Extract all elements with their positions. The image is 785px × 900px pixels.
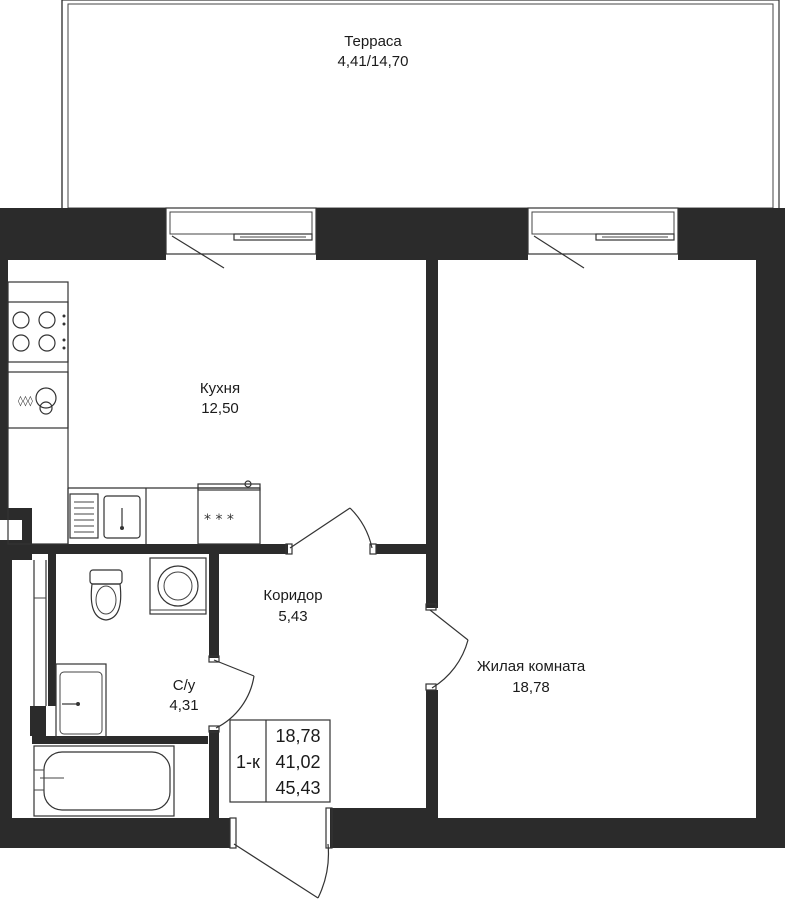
bathroom-sink-icon — [55, 663, 107, 739]
living-name: Жилая комната — [477, 658, 586, 675]
sink-icon — [69, 488, 147, 544]
bathtub-icon — [33, 745, 175, 817]
living-area: 18,78 — [512, 679, 550, 696]
entrance-door — [229, 807, 333, 899]
bathroom-name: С/у — [173, 677, 196, 694]
room-labels: Терраса 4,41/14,70 Кухня 12,50 Коридор 5… — [169, 33, 585, 714]
bathroom-door — [208, 655, 255, 733]
apartment-type: 1-к — [236, 752, 260, 772]
terrace-name: Терраса — [344, 33, 402, 50]
terrace-area: 4,41/14,70 — [338, 53, 409, 70]
corridor-area: 5,43 — [278, 608, 307, 625]
svg-text:* * *: * * * — [204, 512, 234, 528]
corridor-name: Коридор — [263, 587, 322, 604]
area-summary-box: 1-к 18,78 41,02 45,43 — [229, 719, 331, 803]
svg-text:◊◊◊: ◊◊◊ — [18, 395, 33, 407]
total-area-value: 41,02 — [275, 752, 320, 772]
living-area-value: 18,78 — [275, 726, 320, 746]
living-door — [425, 603, 469, 691]
kitchen-area: 12,50 — [201, 400, 239, 417]
washing-machine-icon — [149, 557, 207, 615]
hob-icon: * * * — [197, 480, 261, 545]
stove-icon — [7, 301, 69, 363]
bathroom-area: 4,31 — [169, 697, 198, 714]
terrace-railing — [61, 0, 780, 211]
shaft-lines — [33, 560, 47, 706]
total-with-terrace-value: 45,43 — [275, 778, 320, 798]
balcony-door-living — [527, 207, 679, 269]
balcony-door-kitchen — [165, 207, 317, 269]
dishwasher-icon: ◊◊◊ — [7, 371, 69, 429]
kitchen-name: Кухня — [200, 380, 240, 397]
toilet-icon — [89, 569, 123, 621]
kitchen-door — [285, 507, 377, 555]
